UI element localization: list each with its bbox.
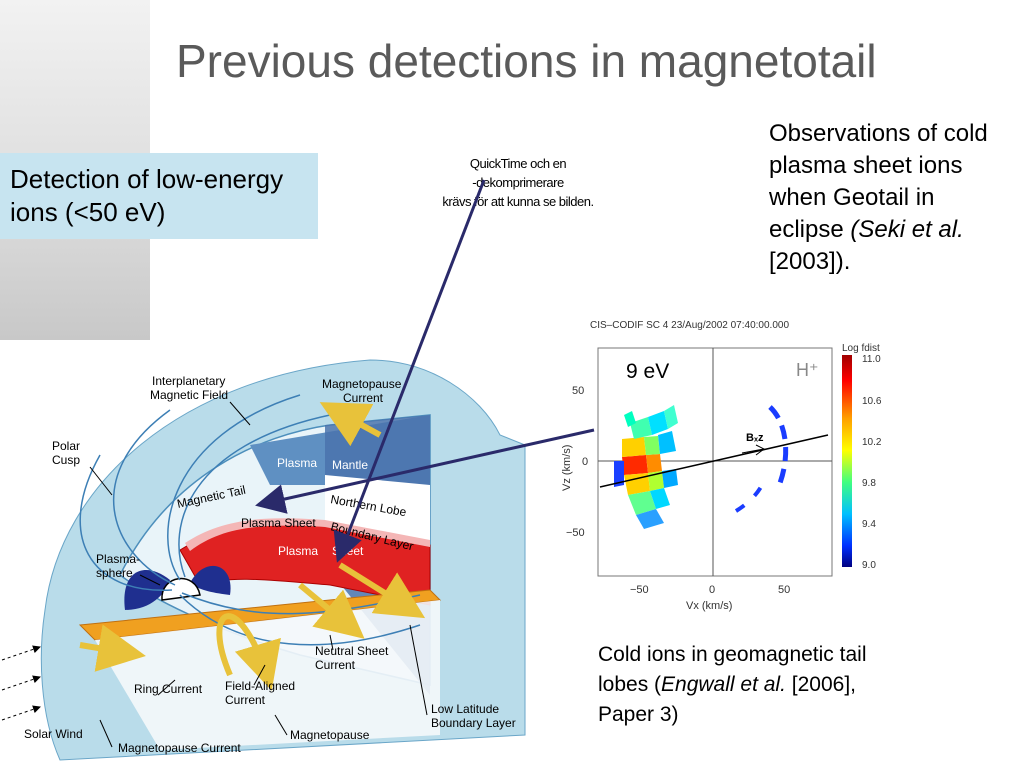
- velocity-distribution-plot: CIS–CODIF SC 4 23/Aug/2002 07:40:00.000 …: [552, 305, 897, 615]
- bxz-label: Bₓz: [746, 432, 764, 444]
- label-mp-current-bottom: Magnetopause Current: [118, 741, 241, 755]
- label-plasmasphere-1: Plasma-: [96, 552, 140, 566]
- observations-cite-year: [2003]).: [769, 248, 851, 275]
- solar-wind-arrows: [1, 645, 41, 721]
- label-solar-wind: Solar Wind: [24, 727, 83, 741]
- distribution-cells: [614, 405, 678, 529]
- observations-cite-authors: (Seki et al.: [850, 216, 964, 243]
- magnetosphere-diagram: Interplanetary Magnetic Field Magnetopau…: [1, 359, 526, 761]
- label-neutral-sheet-2: Current: [315, 658, 356, 672]
- cold-ions-cite-authors: Engwall et al.: [661, 673, 786, 696]
- slide-title: Previous detections in magnetotail: [176, 35, 877, 87]
- colorbar-tick-9-8: 9.8: [862, 478, 876, 489]
- xtick-neg50: −50: [630, 584, 649, 596]
- label-plasma-mantle-1: Plasma: [277, 456, 317, 470]
- plot-background: [552, 305, 897, 615]
- sparse-arc-right: [768, 405, 789, 484]
- energy-label-bg: [620, 355, 680, 385]
- colorbar-title: Log fdist: [842, 343, 880, 354]
- label-imf-1: Interplanetary: [152, 374, 225, 388]
- plasmasphere-lobe-right: [190, 565, 231, 595]
- label-mp-current-2: Current: [343, 391, 384, 405]
- colorbar-tick-10-2: 10.2: [862, 437, 882, 448]
- sparse-arc-lower: [734, 476, 768, 513]
- observations-body: Observations of cold plasma sheet ions w…: [769, 120, 988, 243]
- plot-axes-frame: [597, 347, 833, 577]
- quicktime-line-2: -dekomprimerare: [472, 175, 564, 190]
- label-mp-current-1: Magnetopause: [322, 377, 402, 391]
- plot-header: CIS–CODIF SC 4 23/Aug/2002 07:40:00.000: [590, 320, 789, 331]
- observations-text: Observations of cold plasma sheet ions w…: [769, 118, 1009, 278]
- y-axis-label: Vz (km/s): [561, 445, 573, 491]
- b-field-line: [599, 434, 829, 488]
- plasma-sheet-boundary: [185, 518, 430, 551]
- species-label: H⁺: [796, 360, 819, 380]
- label-fac-1: Field-Aligned: [225, 679, 295, 693]
- cold-ions-cite-year: [2006], Paper 3): [598, 673, 856, 726]
- x-axis-label: Vx (km/s): [686, 600, 732, 612]
- label-plasma-sheet-red-2: Sheet: [332, 544, 364, 558]
- quicktime-line-1: QuickTime och en: [469, 156, 567, 171]
- label-plasmasphere-2: sphere: [96, 566, 133, 580]
- ytick-neg50: −50: [566, 527, 585, 539]
- quicktime-line-3: krävs för att kunna se bilden.: [442, 194, 594, 209]
- xtick-50: 50: [778, 584, 790, 596]
- cold-ions-body: Cold ions in geomagnetic tail lobes (: [598, 643, 867, 696]
- label-polar-cusp-2: Cusp: [52, 453, 80, 467]
- cold-ions-text: Cold ions in geomagnetic tail lobes (Eng…: [598, 640, 898, 730]
- label-polar-cusp-1: Polar: [52, 439, 80, 453]
- colorbar: [842, 355, 852, 567]
- colorbar-tick-10-6: 10.6: [862, 396, 882, 407]
- quicktime-placeholder: QuickTime och en -dekomprimerare krävs f…: [420, 154, 616, 211]
- label-llbl-1: Low Latitude: [431, 702, 499, 716]
- colorbar-tick-9-4: 9.4: [862, 519, 876, 530]
- label-plasma-sheet-red-1: Plasma: [278, 544, 318, 558]
- label-llbl-2: Boundary Layer: [431, 716, 516, 730]
- colorbar-tick-11-0: 11.0: [862, 354, 881, 365]
- label-plasma-mantle-2: Mantle: [332, 458, 368, 472]
- colorbar-tick-9-0: 9.0: [862, 560, 876, 571]
- xtick-0: 0: [709, 584, 715, 596]
- label-plasma-sheet: Plasma Sheet: [241, 516, 316, 530]
- energy-label: 9 eV: [626, 360, 669, 383]
- ytick-0: 0: [582, 456, 588, 468]
- label-imf-2: Magnetic Field: [150, 388, 228, 402]
- label-fac-2: Current: [225, 693, 266, 707]
- leader-lines: [89, 401, 428, 748]
- detection-callout: Detection of low-energy ions (<50 eV): [0, 153, 318, 239]
- b-field-arrow: [741, 444, 765, 456]
- label-magnetopause: Magnetopause: [290, 728, 370, 742]
- label-ring-current: Ring Current: [134, 682, 203, 696]
- ytick-50: 50: [572, 385, 584, 397]
- label-neutral-sheet-1: Neutral Sheet: [315, 644, 389, 658]
